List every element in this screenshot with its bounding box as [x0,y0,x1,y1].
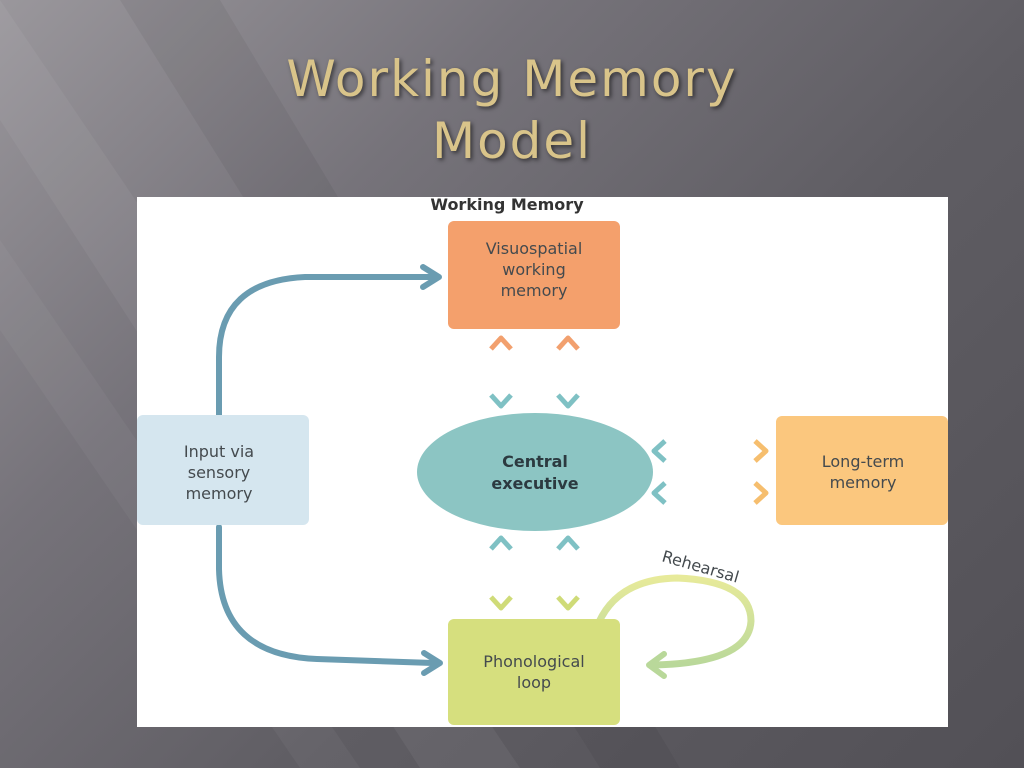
phonological-label-2: loop [517,673,551,692]
longterm-label-2: memory [830,473,897,492]
rehearsal-loop-arrow [595,574,755,679]
input-to-phonological-arrow [216,524,443,676]
visuospatial-central-arrow-left [489,335,513,409]
central-phonological-arrow-left [489,535,513,611]
input-label-1: Input via [184,442,254,461]
longterm-label-1: Long-term [822,452,905,471]
input-label-2: sensory [188,463,251,482]
slide-title: Working Memory Model [0,48,1024,172]
slide-title-line-1: Working Memory [286,50,738,108]
long-term-memory-box: Long-term memory [776,416,948,525]
diagram-figure: Working Memory Visuospatial working memo… [137,197,948,727]
visuospatial-box: Visuospatial working memory [448,221,620,329]
central-longterm-arrow-top [651,439,769,463]
visuospatial-central-arrow-right [556,335,580,409]
visuospatial-label-2: working [502,260,565,279]
central-executive-circle: Central executive [417,413,653,531]
slide-title-line-2: Model [431,112,593,170]
visuospatial-label-3: memory [501,281,568,300]
central-label-2: executive [491,474,578,493]
central-phonological-arrow-right [556,535,580,611]
input-sensory-box: Input via sensory memory [137,415,309,525]
diagram-heading: Working Memory [430,197,584,214]
central-label-1: Central [502,452,568,471]
input-to-visuospatial-arrow [216,264,442,418]
input-label-3: memory [186,484,253,503]
central-longterm-arrow-bottom [651,481,769,505]
working-memory-diagram: Working Memory Visuospatial working memo… [137,197,948,725]
phonological-loop-box: Phonological loop [448,619,620,725]
visuospatial-label-1: Visuospatial [486,239,583,258]
phonological-label-1: Phonological [483,652,584,671]
